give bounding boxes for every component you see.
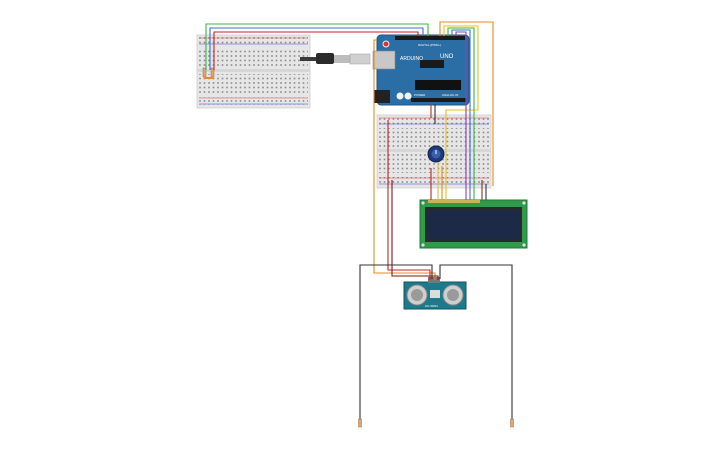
wire-red-sensor[interactable] bbox=[387, 120, 431, 280]
arduino-digital-label: DIGITAL (PWM~) bbox=[418, 43, 441, 47]
wire-blue[interactable] bbox=[209, 27, 424, 70]
wire-yellow-top[interactable] bbox=[443, 25, 479, 200]
arduino-uno-board[interactable]: ARDUINO UNO DIGITAL (PWM~) POWER ANALOG … bbox=[372, 34, 470, 106]
wire-darkred-sensor[interactable] bbox=[391, 180, 439, 280]
breadboard-main[interactable] bbox=[376, 114, 492, 189]
wire-green[interactable] bbox=[205, 23, 429, 70]
breadboard-small[interactable] bbox=[196, 34, 311, 109]
resistor-left[interactable] bbox=[358, 418, 362, 428]
arduino-power-label: POWER bbox=[414, 93, 426, 97]
wires bbox=[205, 21, 513, 420]
wire-purple-lcd[interactable] bbox=[455, 31, 467, 200]
arduino-logo: ARDUINO bbox=[400, 56, 423, 62]
resistor-right[interactable] bbox=[510, 418, 514, 428]
wire-red[interactable] bbox=[213, 31, 419, 70]
arduino-analog-label: ANALOG IN bbox=[442, 93, 458, 97]
usb-cable-icon bbox=[300, 53, 371, 65]
led-icon[interactable] bbox=[204, 77, 213, 79]
sensor-model-label: HC-SR04 bbox=[425, 304, 438, 308]
ultrasonic-sensor[interactable]: HC-SR04 bbox=[403, 277, 467, 310]
wire-blue-lcd[interactable] bbox=[451, 29, 471, 200]
wire-orange-top[interactable] bbox=[439, 21, 494, 186]
potentiometer-icon[interactable] bbox=[427, 145, 445, 163]
lcd-display[interactable] bbox=[419, 199, 528, 249]
wire-orange-side[interactable] bbox=[373, 39, 436, 280]
wire-green-lcd[interactable] bbox=[447, 27, 475, 200]
wire-black-left[interactable] bbox=[359, 264, 433, 420]
wire-black-right[interactable] bbox=[439, 264, 513, 420]
arduino-board-label: UNO bbox=[440, 54, 454, 60]
